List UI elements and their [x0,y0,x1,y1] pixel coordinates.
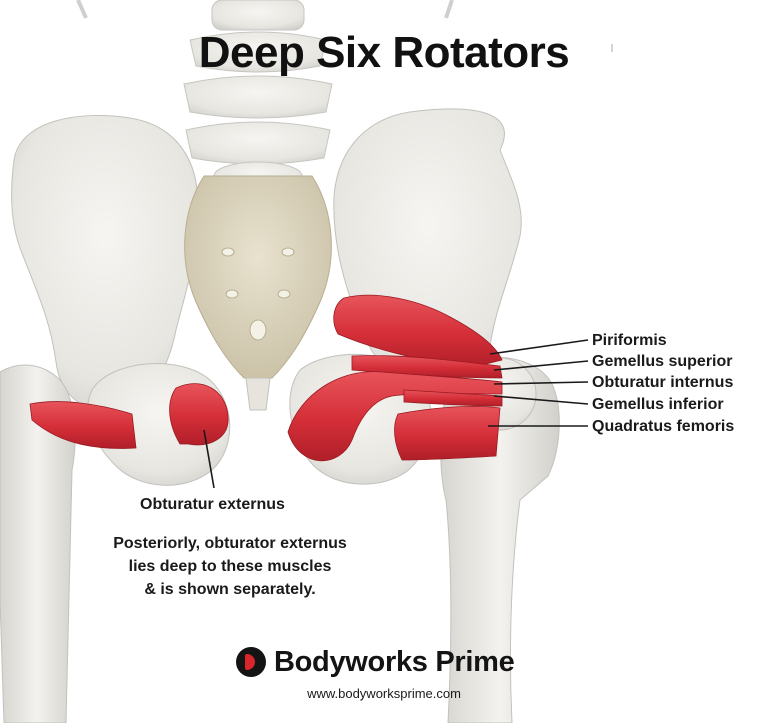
brand-logo: Bodyworks Prime [236,644,515,680]
page-title: Deep Six Rotators [198,28,570,77]
label-gemellus-inferior: Gemellus inferior [592,396,724,413]
note-line-1: Posteriorly, obturator externus [113,535,347,552]
note-line-2: lies deep to these muscles [128,558,332,575]
explanatory-note: Posteriorly, obturator externus lies dee… [60,532,400,601]
brand-name: Bodyworks Prime [274,645,515,678]
brand-mark-icon [236,647,266,677]
quadratus-femoris-muscle [394,405,501,461]
left-ilium [11,114,199,412]
gemellus-inferior-muscle [403,389,503,407]
label-quadratus-femoris: Quadratus femoris [592,418,735,435]
label-piriformis: Piriformis [592,332,667,349]
label-obturatur-internus: Obturatur internus [592,374,734,391]
obturator-externus-left-fan [169,383,229,446]
leader-lines [203,339,589,489]
brand-url: www.bodyworksprime.com [307,686,461,701]
label-gemellus-superior: Gemellus superior [592,353,733,370]
deep-rotator-muscles [29,294,503,462]
sacrum [184,175,332,379]
note-line-3: & is shown separately. [144,581,316,598]
left-femur [0,364,76,723]
obturator-externus-left-muscle [29,401,137,449]
label-obturatur-externus: Obturatur externus [140,496,285,513]
